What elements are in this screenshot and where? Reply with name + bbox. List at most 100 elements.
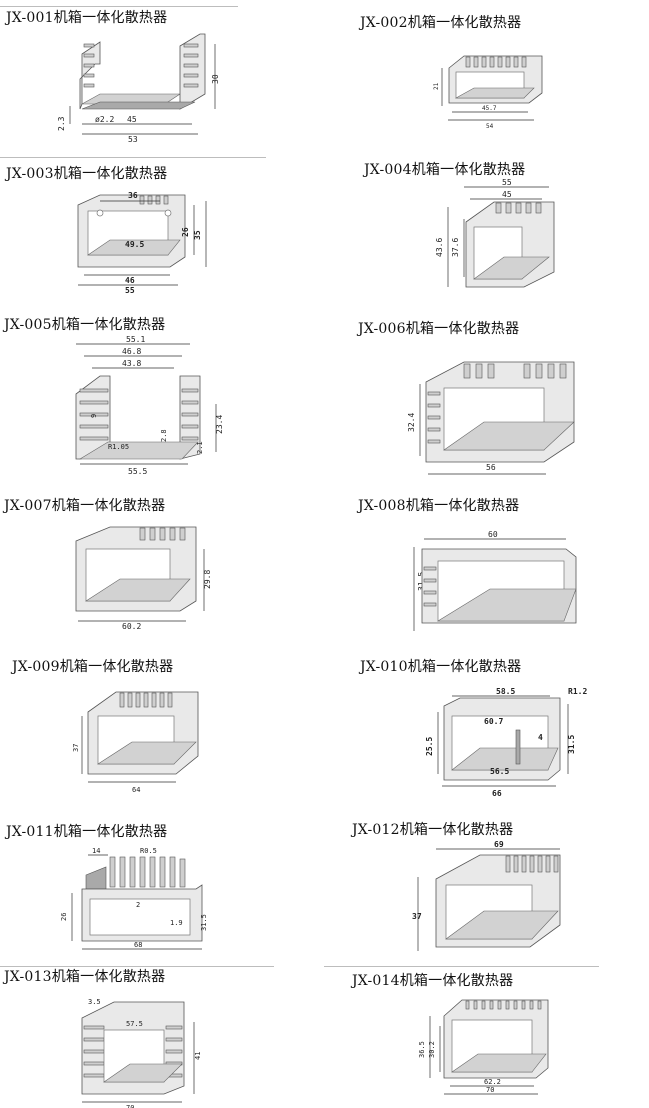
dim-height: 31.5 [417, 572, 426, 591]
dim-inner-top: 60.7 [484, 717, 503, 726]
item-title: JX-009机箱一体化散热器 [12, 659, 174, 675]
profile-drawing: 29.8 60.2 [75, 526, 212, 631]
catalog-item-jx-006: JX-006机箱一体化散热器 32.4 56 [324, 312, 649, 487]
profile-drawing: 30 2.3 ø2.2 45 53 [57, 33, 220, 144]
catalog-item-jx-012: JX-012机箱一体化散热器 69 37 [324, 815, 649, 965]
dim-height: 30 [211, 74, 220, 84]
dim-height: 41 [194, 1052, 202, 1060]
dim-inner-width: 49.5 [125, 240, 144, 249]
dim-inner-width: 45 [127, 115, 137, 124]
dim-height: 36.5 [418, 1041, 426, 1058]
profile-drawing: 58.5 R1.2 60.7 25.5 4 31.5 56.5 66 [425, 687, 587, 798]
catalog-item-jx-010: JX-010机箱一体化散热器 58.5 R1.2 60.7 25.5 4 31.… [324, 650, 649, 810]
profile-drawing: 60 31.5 [413, 530, 577, 631]
dim-inner-height: 30.2 [428, 1041, 436, 1058]
profile-drawing: 36 49.5 26 35 46 55 [77, 191, 207, 295]
dim-height: 23.4 [215, 415, 224, 434]
profile-drawing: 36.5 30.2 62.2 70 [418, 999, 549, 1095]
item-title: JX-004机箱一体化散热器 [364, 162, 526, 178]
dim-height: 26 [60, 913, 68, 921]
item-title: JX-006机箱一体化散热器 [358, 321, 520, 337]
dim-height: 31.5 [567, 735, 576, 754]
item-title: JX-010机箱一体化散热器 [360, 659, 522, 675]
dim-inner-height: 25.5 [425, 737, 434, 756]
dim-top-width: 58.5 [496, 687, 515, 696]
item-title: JX-003机箱一体化散热器 [6, 166, 168, 182]
dim-wall: 2.1 [196, 441, 204, 454]
dim-height: 43.6 [435, 238, 444, 257]
dim-overall-width: 55.5 [128, 467, 147, 476]
separator-line [0, 966, 274, 967]
item-title: JX-011机箱一体化散热器 [6, 824, 168, 840]
dim-inner-width: 62.2 [484, 1078, 501, 1086]
item-title: JX-014机箱一体化散热器 [352, 973, 514, 989]
dim-overall-width: 55 [125, 286, 135, 295]
item-title: JX-001机箱一体化散热器 [6, 10, 168, 26]
dim-overall-width: 54 [486, 123, 494, 130]
profile-drawing: 55 45 43.6 37.6 [435, 178, 555, 288]
separator-line [0, 157, 266, 158]
dim-inner-width: 45 [502, 190, 512, 199]
dim-fin-pitch: 9 [90, 414, 98, 418]
dim-overall-width: 55 [502, 178, 512, 187]
item-title: JX-007机箱一体化散热器 [4, 498, 166, 514]
catalog-item-jx-008: JX-008机箱一体化散热器 60 31.5 [324, 487, 649, 647]
separator-line [324, 966, 599, 967]
dim-top-width: 57.5 [126, 1020, 143, 1028]
item-title: JX-008机箱一体化散热器 [358, 498, 520, 514]
dim-wall: 1.9 [170, 919, 183, 927]
catalog-item-jx-002: JX-002机箱一体化散热器 21 45.7 54 [324, 0, 649, 160]
dim-overall-width: 56 [486, 463, 496, 472]
dim-overall-width: 60.2 [122, 622, 141, 631]
profile-drawing: 69 37 [412, 840, 561, 951]
dim-radius: R1.2 [568, 687, 587, 696]
dim-inner-height: 37.6 [451, 238, 460, 257]
dim-inner-height: 26 [181, 227, 190, 237]
catalog-item-jx-007: JX-007机箱一体化散热器 29.8 60.2 [0, 487, 324, 647]
item-title: JX-005机箱一体化散热器 [4, 317, 166, 333]
item-title: JX-002机箱一体化散热器 [360, 15, 522, 31]
dim-overall-width: 69 [494, 840, 504, 849]
profile-drawing: 55.1 46.8 43.8 9 R1.05 2.8 23.4 2.1 55.5 [75, 335, 224, 476]
catalog-item-jx-011: JX-011机箱一体化散热器 14 R0.5 26 2 1.9 31.5 68 [0, 815, 324, 965]
dim-overall-top: 55.1 [126, 335, 145, 344]
separator-line [0, 6, 238, 7]
dim-height: 37 [412, 912, 422, 921]
dim-flange: 3.5 [88, 998, 101, 1006]
catalog-item-jx-004: JX-004机箱一体化散热器 55 45 43.6 37.6 [324, 155, 649, 315]
dim-fin-width: 14 [92, 847, 100, 855]
dim-opening: 43.8 [122, 359, 141, 368]
profile-drawing: 32.4 56 [407, 361, 575, 475]
profile-drawing: 37 64 [72, 691, 199, 794]
dim-overall-width: 68 [134, 941, 142, 949]
dim-fin-radius: R0.5 [140, 847, 157, 855]
dim-wall: 2.3 [57, 116, 66, 131]
catalog-item-jx-014: JX-014机箱一体化散热器 36.5 30.2 62.2 70 [324, 962, 649, 1108]
dim-height: 32.4 [407, 413, 416, 432]
item-title: JX-013机箱一体化散热器 [4, 969, 166, 985]
dim-top-fin: 36 [128, 191, 138, 200]
dim-overall-width: 66 [492, 789, 502, 798]
profile-drawing: 3.5 57.5 41 70 [81, 998, 202, 1108]
catalog-item-jx-009: JX-009机箱一体化散热器 37 64 [0, 650, 324, 810]
profile-drawing: 21 45.7 54 [433, 55, 543, 130]
dim-height: 21 [433, 82, 440, 90]
dim-overall-width: 70 [486, 1086, 494, 1094]
dim-hole: ø2.2 [95, 115, 114, 124]
catalog-item-jx-001: JX-001机箱一体化散热器 30 2.3 ø2.2 45 53 [0, 0, 324, 160]
dim-height: 35 [193, 230, 202, 240]
dim-slot: 4 [538, 733, 543, 742]
dim-inner-gap: 2 [136, 901, 140, 909]
dim-inner-top: 46.8 [122, 347, 141, 356]
dim-inner-width: 45.7 [482, 105, 497, 112]
catalog-item-jx-005: JX-005机箱一体化散热器 55.1 46.8 43.8 9 R1.05 2.… [0, 312, 324, 487]
dim-base-width: 56.5 [490, 767, 509, 776]
dim-height: 37 [72, 744, 80, 752]
dim-overall-width: 70 [126, 1104, 134, 1108]
dim-overall-width: 60 [488, 530, 498, 539]
dim-slot: 2.8 [160, 429, 168, 442]
profile-drawing: 14 R0.5 26 2 1.9 31.5 68 [60, 847, 208, 950]
dim-base-width: 46 [125, 276, 135, 285]
item-title: JX-012机箱一体化散热器 [352, 822, 514, 838]
